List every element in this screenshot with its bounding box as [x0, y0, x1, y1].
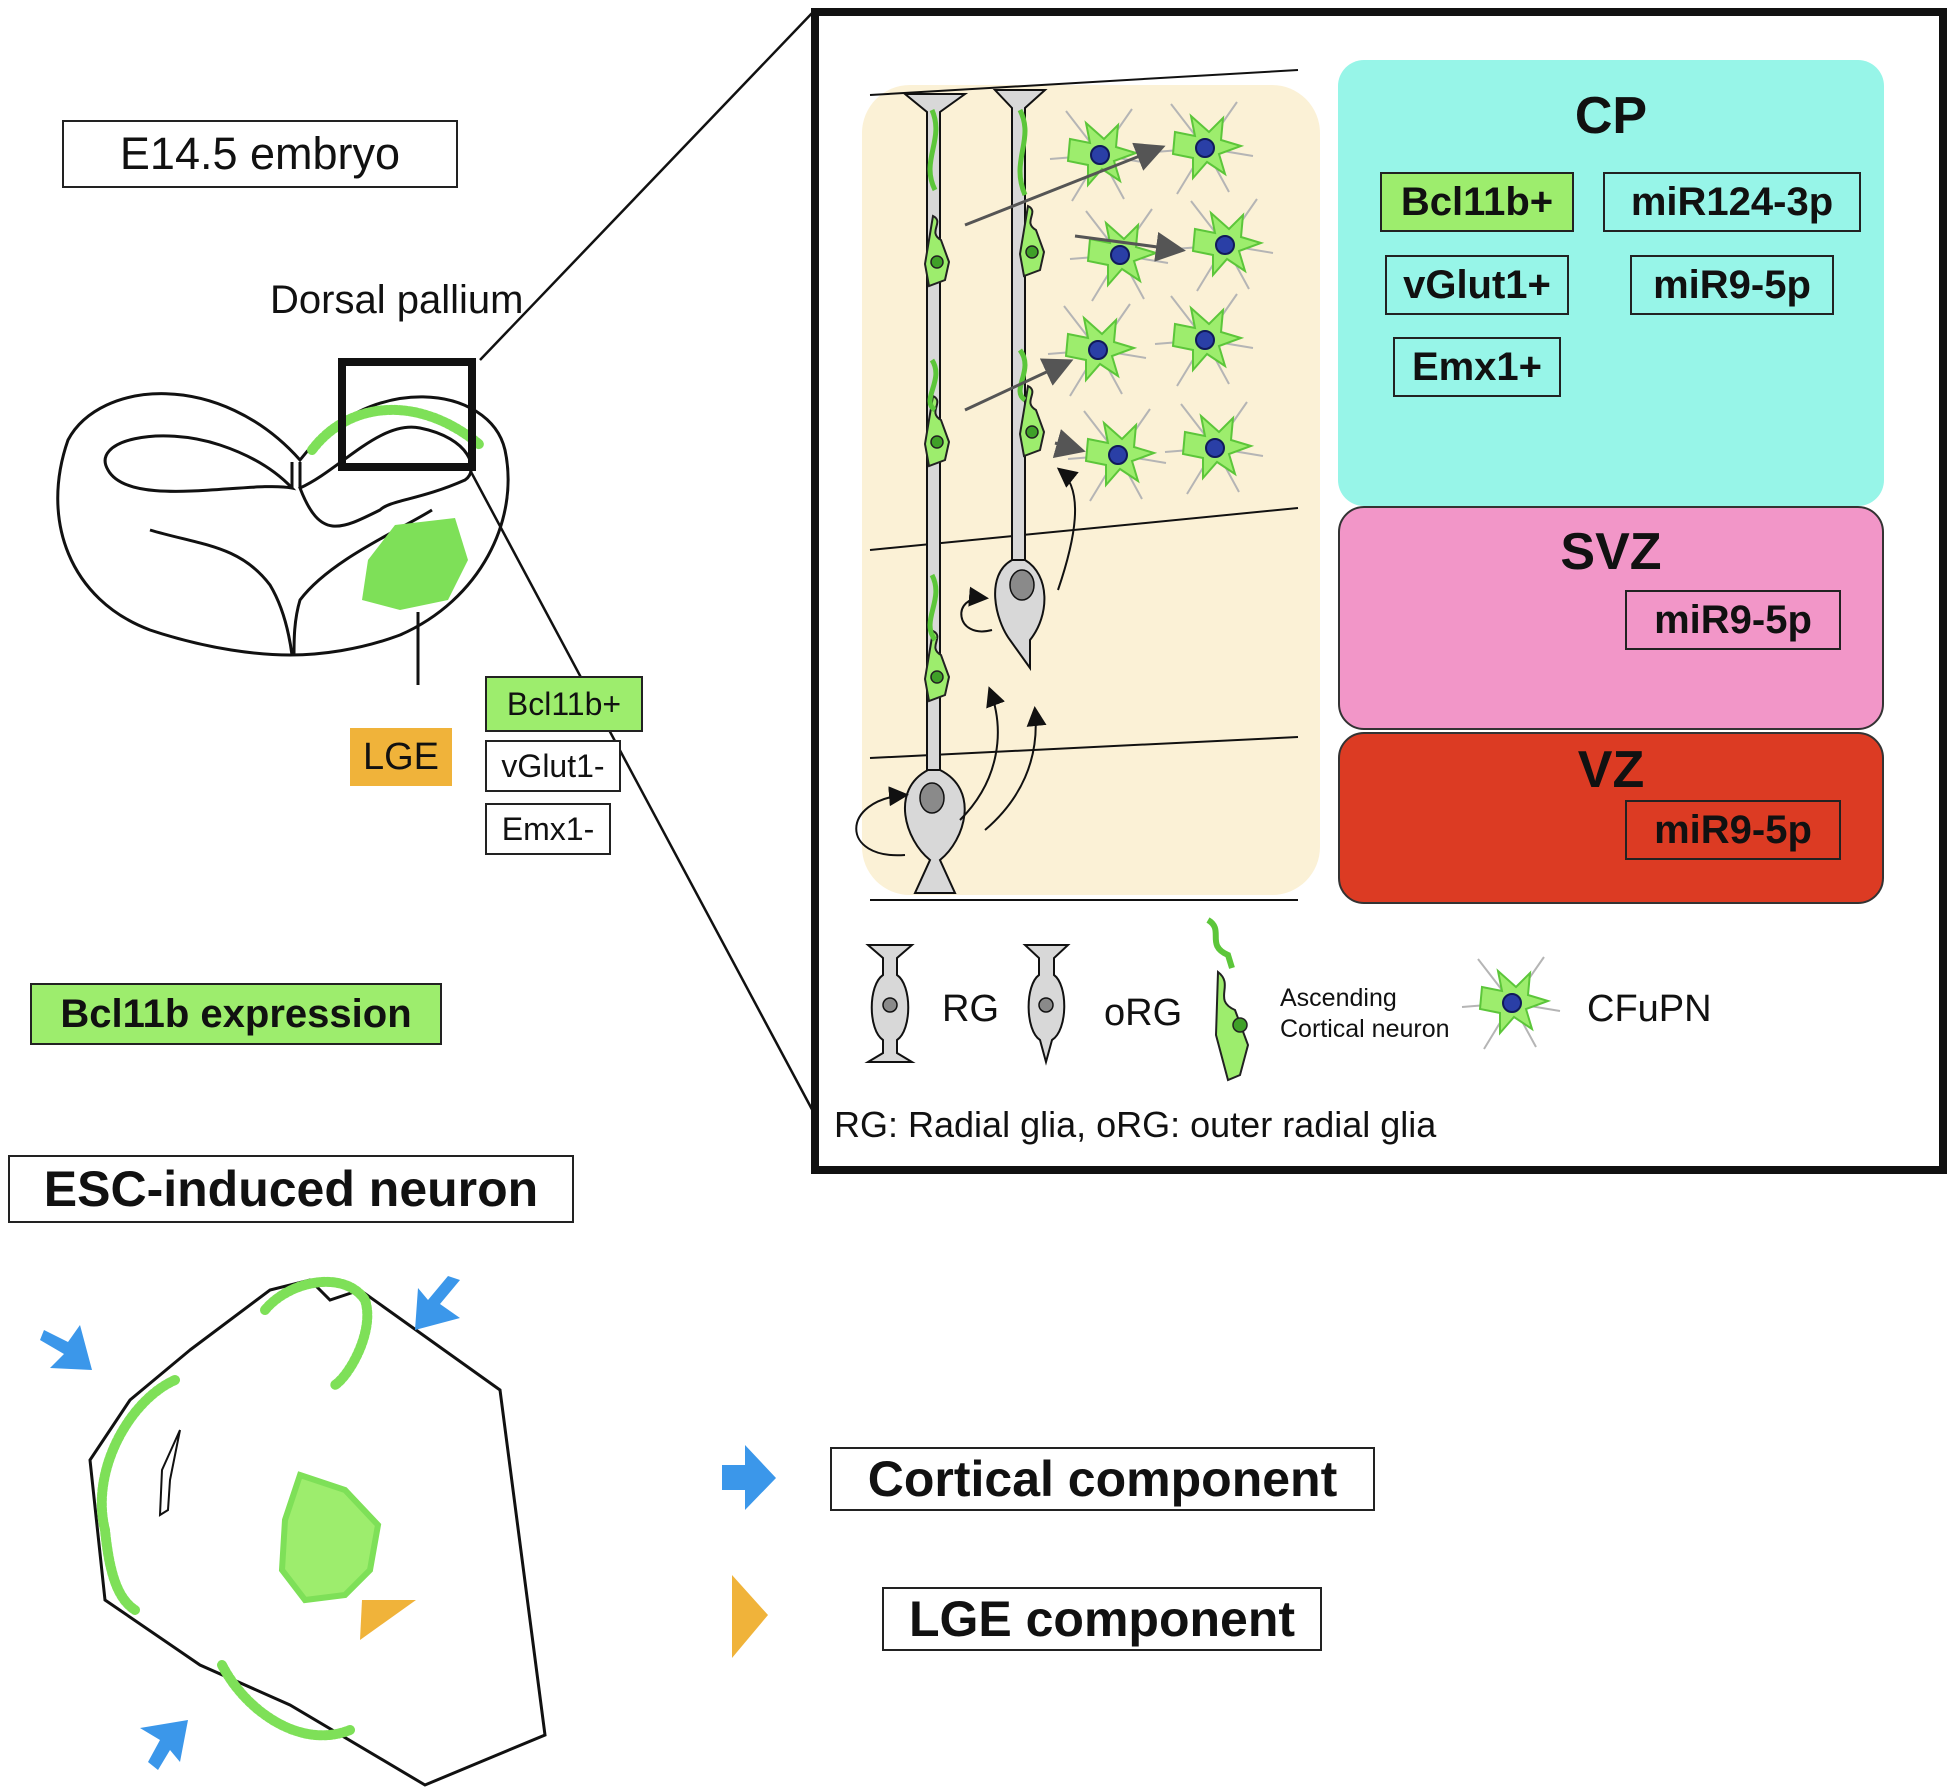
zone-vz-title: VZ [1577, 741, 1645, 799]
embryo-marker-vglut1: vGlut1- [485, 740, 621, 792]
legend-cfupn-label: CFuPN [1587, 988, 1712, 1030]
legend-footnote: RG: Radial glia, oRG: outer radial glia [834, 1104, 1437, 1145]
cortex-background [862, 85, 1320, 895]
lge-component-label: LGE component [882, 1587, 1322, 1651]
zone-cp-title: CP [1574, 87, 1648, 145]
zone-svz: SVZ [1338, 506, 1884, 730]
esc-aggregate-drawing [40, 1276, 776, 1787]
cp-marker-mir124: miR124-3p [1603, 172, 1861, 232]
zone-svz-title: SVZ [1560, 523, 1662, 581]
esc-title: ESC-induced neuron [8, 1155, 574, 1223]
zone-cp: CP [1338, 60, 1884, 506]
cortical-component-label: Cortical component [830, 1447, 1375, 1511]
lge-triangle-icon [732, 1575, 768, 1658]
legend-ascending-neuron-icon [1206, 917, 1250, 1082]
legend-rg-icon [864, 944, 916, 1063]
embryo-title: E14.5 embryo [62, 120, 458, 188]
embryo-marker-emx1: Emx1- [485, 803, 611, 855]
legend-org-label: oRG [1104, 992, 1183, 1034]
cp-marker-bcl11b: Bcl11b+ [1380, 172, 1574, 232]
dorsal-pallium-label: Dorsal pallium [270, 278, 524, 322]
legend-org-icon [1022, 944, 1071, 1066]
cp-marker-emx1: Emx1+ [1393, 337, 1561, 397]
bcl11b-expression-label: Bcl11b expression [30, 983, 442, 1045]
zone-vz: VZ [1338, 732, 1884, 904]
legend-ascending-label-2: Cortical neuron [1280, 1015, 1450, 1043]
cortical-arrow-icon [722, 1445, 776, 1510]
legend-rg-label: RG [942, 988, 999, 1030]
embryo-marker-bcl11b: Bcl11b+ [485, 676, 643, 732]
embryo-section-drawing [56, 9, 817, 1116]
legend-ascending-label-1: Ascending [1280, 984, 1397, 1012]
vz-marker-mir9: miR9-5p [1625, 800, 1841, 860]
cp-marker-vglut1: vGlut1+ [1385, 255, 1569, 315]
svz-marker-mir9: miR9-5p [1625, 590, 1841, 650]
cp-marker-mir9: miR9-5p [1630, 255, 1834, 315]
lge-label: LGE [350, 728, 452, 786]
